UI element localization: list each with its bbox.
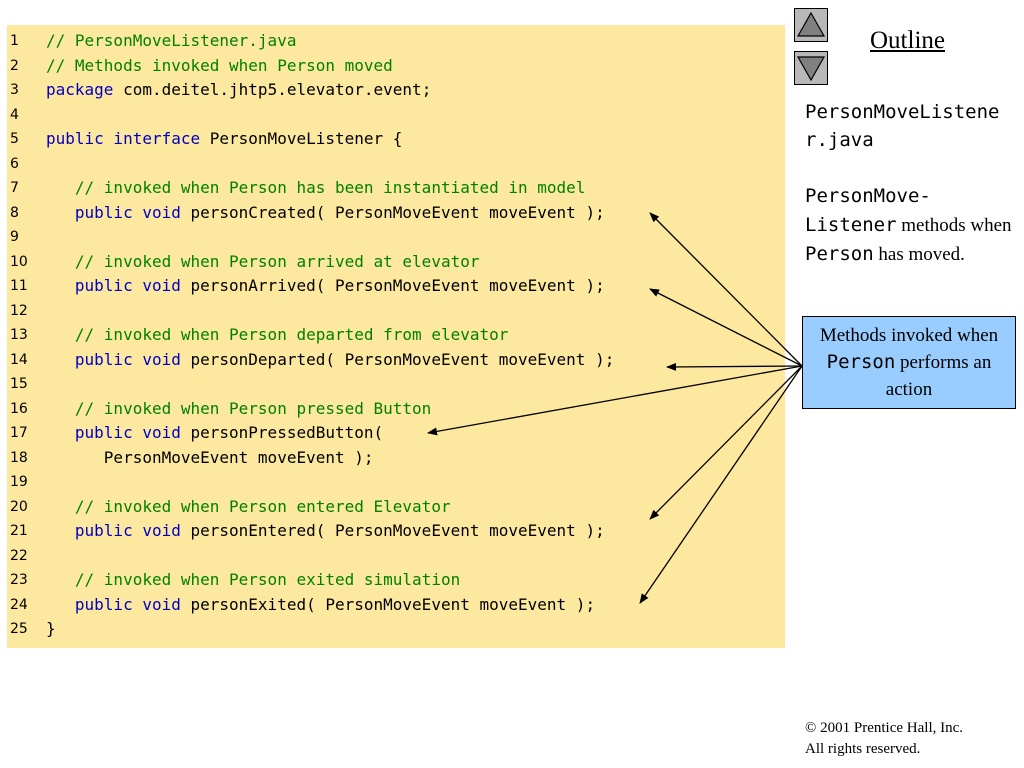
line-number: 25 (10, 621, 28, 637)
comment: // invoked when Person exited simulation (46, 570, 461, 589)
code-text: public void personDeparted( PersonMoveEv… (46, 348, 614, 372)
keyword: public void (46, 349, 181, 369)
line-number: 22 (10, 547, 28, 564)
line-number: 4 (10, 106, 19, 123)
line-number: 18 (10, 449, 28, 466)
code-token: personDeparted( PersonMoveEvent moveEven… (180, 349, 615, 369)
code-text: } (46, 617, 56, 641)
code-token: PersonMoveEvent moveEvent ); (46, 447, 374, 467)
keyword: public void (46, 423, 181, 442)
triangle-down-icon (796, 56, 826, 82)
line-number: 12 (10, 302, 28, 319)
code-text: // invoked when Person entered Elevator (46, 495, 451, 519)
line-number: 3 (10, 82, 19, 98)
line-number: 13 (10, 327, 28, 343)
rights-line: All rights reserved. (805, 741, 921, 757)
line-number: 20 (10, 498, 28, 515)
callout-person: Person (826, 351, 896, 373)
line-number: 6 (10, 155, 19, 172)
code-text: // invoked when Person exited simulation (46, 568, 460, 592)
line-number: 15 (10, 376, 28, 392)
desc-person: Person (805, 243, 874, 265)
line-number: 1 (10, 33, 19, 49)
code-text: public void personArrived( PersonMoveEve… (46, 274, 605, 298)
line-number: 16 (10, 400, 28, 417)
code-text: PersonMoveEvent moveEvent ); (46, 446, 374, 470)
line-number: 7 (10, 180, 19, 196)
code-text: public void personPressedButton( (46, 421, 383, 445)
code-token: PersonMoveListener { (200, 129, 403, 148)
triangle-up-icon (796, 11, 826, 37)
code-text: public void personEntered( PersonMoveEve… (46, 519, 605, 543)
line-number: 21 (10, 523, 28, 539)
callout-text-1: Methods invoked when (819, 325, 999, 346)
line-number: 8 (10, 204, 19, 221)
desc-text-2: has moved. (873, 244, 965, 265)
code-text: // PersonMoveListener.java (46, 29, 296, 53)
copyright-line: © 2001 Prentice Hall, Inc. (805, 720, 964, 736)
next-slide-button[interactable] (794, 51, 828, 85)
code-text: // invoked when Person pressed Button (46, 397, 431, 421)
keyword: public void (46, 202, 181, 222)
desc-text-1: methods when (896, 215, 1012, 236)
code-token: } (46, 619, 56, 638)
line-number: 11 (10, 278, 28, 294)
code-text: public interface PersonMoveListener { (46, 127, 402, 151)
code-token: personPressedButton( (180, 423, 384, 442)
comment: // Methods invoked when Person moved (46, 55, 393, 75)
callout-box: Methods invoked when Person performs an … (802, 316, 1016, 409)
code-text: // invoked when Person has been instanti… (46, 176, 586, 200)
comment: // PersonMoveListener.java (46, 31, 297, 50)
comment: // invoked when Person pressed Button (46, 398, 432, 418)
code-token: personEntered( PersonMoveEvent moveEvent… (180, 521, 605, 540)
line-number: 24 (10, 596, 28, 613)
line-number: 10 (10, 253, 28, 270)
code-text: // invoked when Person departed from ele… (46, 323, 508, 347)
copyright: © 2001 Prentice Hall, Inc. All rights re… (805, 718, 963, 760)
code-token: personArrived( PersonMoveEvent moveEvent… (180, 276, 605, 295)
previous-slide-button[interactable] (794, 8, 828, 42)
code-text: // invoked when Person arrived at elevat… (46, 250, 480, 274)
code-text: package com.deitel.jhtp5.elevator.event; (46, 78, 431, 102)
line-number: 17 (10, 425, 28, 441)
keyword: public void (46, 276, 181, 295)
file-name: PersonMoveListener.java (805, 101, 1000, 151)
keyword: public interface (46, 129, 201, 148)
outline-title[interactable]: Outline (870, 27, 945, 54)
line-number: 14 (10, 351, 28, 368)
code-text: public void personCreated( PersonMoveEve… (46, 201, 605, 225)
file-description: PersonMove-Listener methods when Person … (805, 182, 1015, 269)
code-token: com.deitel.jhtp5.elevator.event; (113, 80, 432, 99)
keyword: public void (46, 594, 181, 614)
code-token: personCreated( PersonMoveEvent moveEvent… (180, 202, 605, 222)
line-number: 2 (10, 57, 19, 74)
line-number: 23 (10, 572, 28, 588)
keyword: package (46, 80, 114, 99)
line-number: 19 (10, 474, 28, 490)
line-number: 5 (10, 131, 19, 147)
comment: // invoked when Person has been instanti… (46, 178, 586, 197)
comment: // invoked when Person arrived at elevat… (46, 251, 480, 271)
desc-interface-name: PersonMove-Listener (805, 185, 931, 236)
code-text: // Methods invoked when Person moved (46, 54, 393, 78)
code-panel: 1 // PersonMoveListener.java 2 // Methods i… (7, 25, 785, 648)
comment: // invoked when Person departed from ele… (46, 325, 509, 344)
callout-text-2: performs an action (885, 352, 992, 400)
code-token: personExited( PersonMoveEvent moveEvent … (180, 594, 596, 614)
line-number: 9 (10, 229, 19, 245)
keyword: public void (46, 521, 181, 540)
code-text: public void personExited( PersonMoveEven… (46, 593, 595, 617)
comment: // invoked when Person entered Elevator (46, 496, 451, 516)
